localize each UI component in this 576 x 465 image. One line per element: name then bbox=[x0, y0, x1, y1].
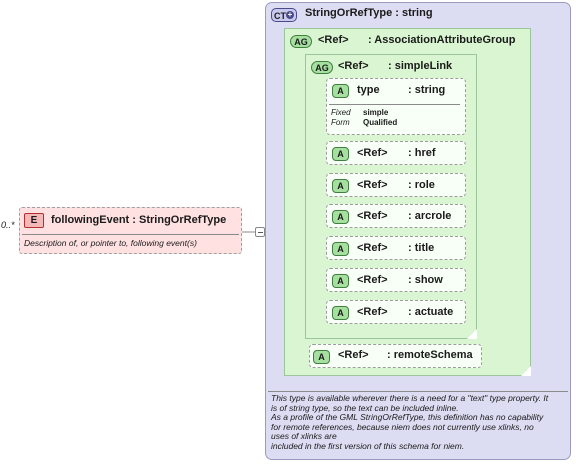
attribute-show-badge: A bbox=[332, 274, 349, 288]
attribute-show-name: : show bbox=[408, 274, 443, 286]
ct-doc-line: This type is available wherever there is… bbox=[271, 393, 549, 403]
element-title: followingEvent : StringOrRefType bbox=[51, 214, 226, 226]
attribute-role-badge: A bbox=[332, 179, 349, 193]
ct-doc-line: for remote references, because niem does… bbox=[271, 421, 534, 432]
attribute-group-inner-badge[interactable]: AG bbox=[311, 61, 333, 74]
cardinality-label: 0..* bbox=[1, 220, 15, 230]
attribute-title-badge: A bbox=[332, 242, 349, 256]
element-name: followingEvent bbox=[51, 214, 130, 226]
complex-type-badge: CT + bbox=[271, 8, 297, 22]
attribute-group-outer-name: : AssociationAttributeGroup bbox=[368, 34, 516, 46]
attribute-arcrole-name: : arcrole bbox=[408, 210, 452, 222]
element-type: StringOrRefType bbox=[139, 214, 227, 226]
form-value: Qualified bbox=[363, 118, 398, 127]
attribute-show-ref: <Ref> bbox=[357, 274, 388, 286]
ct-doc-line: uses of xlinks are bbox=[271, 431, 337, 442]
attribute-actuate-badge: A bbox=[332, 306, 349, 320]
attribute-href-name: : href bbox=[408, 147, 436, 159]
attribute-role-name: : role bbox=[408, 179, 435, 191]
attribute-group-outer-badge[interactable]: AG bbox=[290, 35, 312, 48]
attribute-title[interactable] bbox=[326, 236, 466, 260]
element-separator: : bbox=[129, 214, 140, 226]
element-badge: E bbox=[24, 213, 44, 228]
attribute-actuate[interactable] bbox=[326, 300, 466, 324]
attribute-arcrole-badge: A bbox=[332, 210, 349, 224]
complex-type-documentation: This type is available wherever there is… bbox=[271, 393, 571, 452]
complex-type-type: string bbox=[401, 7, 433, 19]
attribute-title-ref: <Ref> bbox=[357, 242, 388, 254]
attribute-href-badge: A bbox=[332, 147, 349, 161]
element-divider bbox=[22, 234, 239, 235]
ct-doc-divider bbox=[268, 391, 568, 392]
attribute-remote-schema[interactable] bbox=[309, 344, 482, 368]
attribute-group-inner-name: : simpleLink bbox=[388, 60, 453, 72]
expand-plus-icon[interactable]: + bbox=[286, 10, 294, 19]
complex-type-separator: : bbox=[392, 7, 402, 19]
attribute-group-outer-ref: <Ref> bbox=[318, 34, 349, 46]
element-documentation: Description of, or pointer to, following… bbox=[24, 238, 197, 248]
attribute-arcrole[interactable] bbox=[326, 204, 466, 228]
attribute-group-inner-ref: <Ref> bbox=[338, 60, 369, 72]
attribute-role-ref: <Ref> bbox=[357, 179, 388, 191]
fixed-label: Fixed bbox=[331, 108, 351, 117]
complex-type-title: StringOrRefType : string bbox=[305, 7, 433, 19]
attribute-arcrole-ref: <Ref> bbox=[357, 210, 388, 222]
form-label: Form bbox=[331, 118, 350, 127]
type-attribute-badge: A bbox=[332, 84, 349, 98]
complex-type-badge-label: CT bbox=[274, 11, 286, 21]
ct-doc-line: As a profile of the GML StringOrRefType,… bbox=[271, 412, 544, 423]
attribute-remote-schema-ref: <Ref> bbox=[338, 349, 369, 361]
complex-type-name: StringOrRefType bbox=[305, 7, 393, 19]
collapse-connector-icon[interactable] bbox=[255, 227, 265, 237]
type-attribute-type: : string bbox=[408, 84, 446, 96]
element-box[interactable] bbox=[19, 207, 242, 254]
attribute-href-ref: <Ref> bbox=[357, 147, 388, 159]
type-attribute-divider bbox=[329, 104, 460, 105]
attribute-href[interactable] bbox=[326, 141, 466, 165]
type-attribute-name: type bbox=[357, 84, 380, 96]
type-attribute[interactable] bbox=[326, 78, 466, 135]
fixed-value: simple bbox=[363, 108, 389, 117]
attribute-role[interactable] bbox=[326, 173, 466, 197]
attribute-remote-schema-badge: A bbox=[313, 350, 330, 364]
attribute-title-name: : title bbox=[408, 242, 435, 254]
attribute-remote-schema-name: : remoteSchema bbox=[387, 349, 473, 361]
attribute-actuate-name: : actuate bbox=[408, 306, 454, 318]
ct-doc-line: included in the first version of this sc… bbox=[271, 440, 465, 451]
ct-doc-line: is of string type, so the text can be in… bbox=[271, 402, 459, 413]
attribute-actuate-ref: <Ref> bbox=[357, 306, 388, 318]
attribute-show[interactable] bbox=[326, 268, 466, 292]
